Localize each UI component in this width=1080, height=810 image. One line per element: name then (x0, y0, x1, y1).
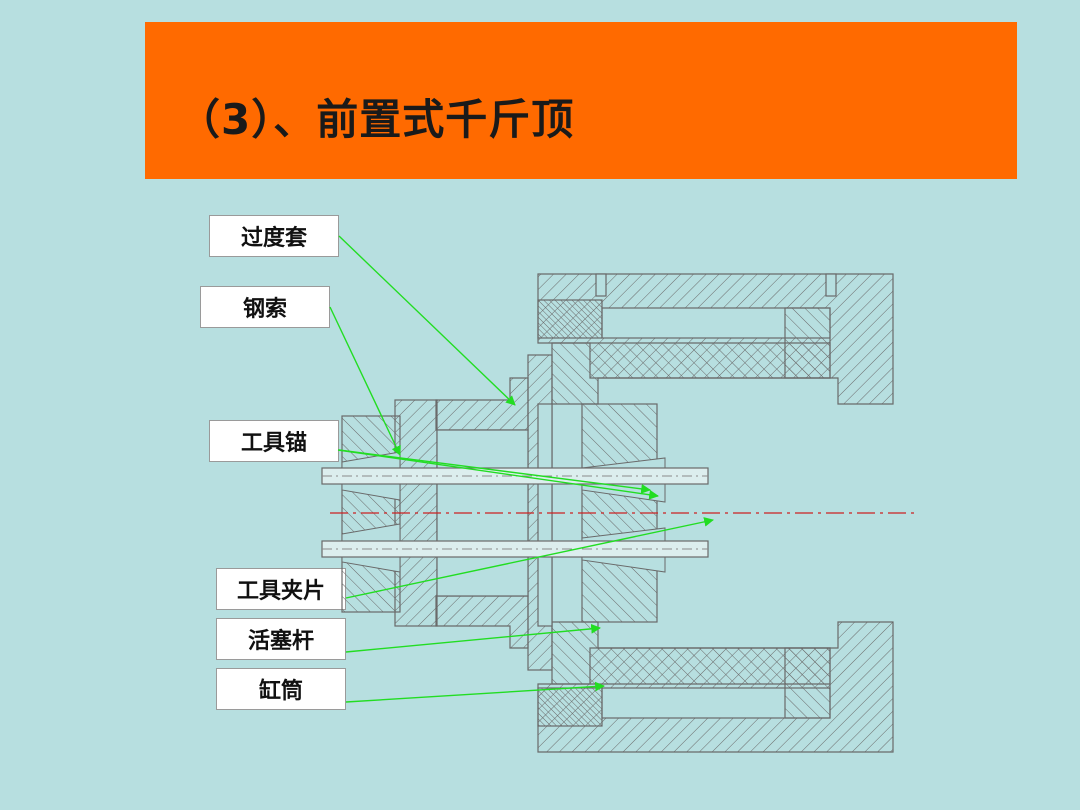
label-sleeve: 过度套 (209, 215, 339, 257)
transition-sleeve-bottom (435, 595, 529, 649)
label-cable: 钢索 (200, 286, 330, 328)
leader-clip (345, 517, 714, 599)
leader-cylinder (345, 681, 605, 703)
end-cap-bottom (537, 687, 603, 727)
end-cap-top (537, 299, 603, 339)
page-title: （3）、前置式千斤顶 (178, 95, 575, 144)
piston-head-top (784, 307, 831, 379)
inner-gap (436, 429, 529, 597)
label-cylinder: 缸筒 (216, 668, 346, 710)
piston-head-bottom (784, 647, 831, 719)
label-tool-anchor: 工具锚 (209, 420, 339, 462)
leader-cable-1 (329, 306, 401, 456)
label-tool-clip: 工具夹片 (216, 568, 346, 610)
oil-port-right (825, 273, 837, 297)
front-plate-lip (537, 403, 553, 627)
leader-cable-2 (337, 449, 659, 500)
oil-port-left (595, 273, 607, 297)
leader-sleeve (338, 235, 516, 406)
title-bar (145, 22, 1017, 179)
label-piston: 活塞杆 (216, 618, 346, 660)
tool-anchor-block (341, 415, 401, 613)
leader-anchor (338, 449, 651, 494)
leader-piston (345, 623, 601, 653)
